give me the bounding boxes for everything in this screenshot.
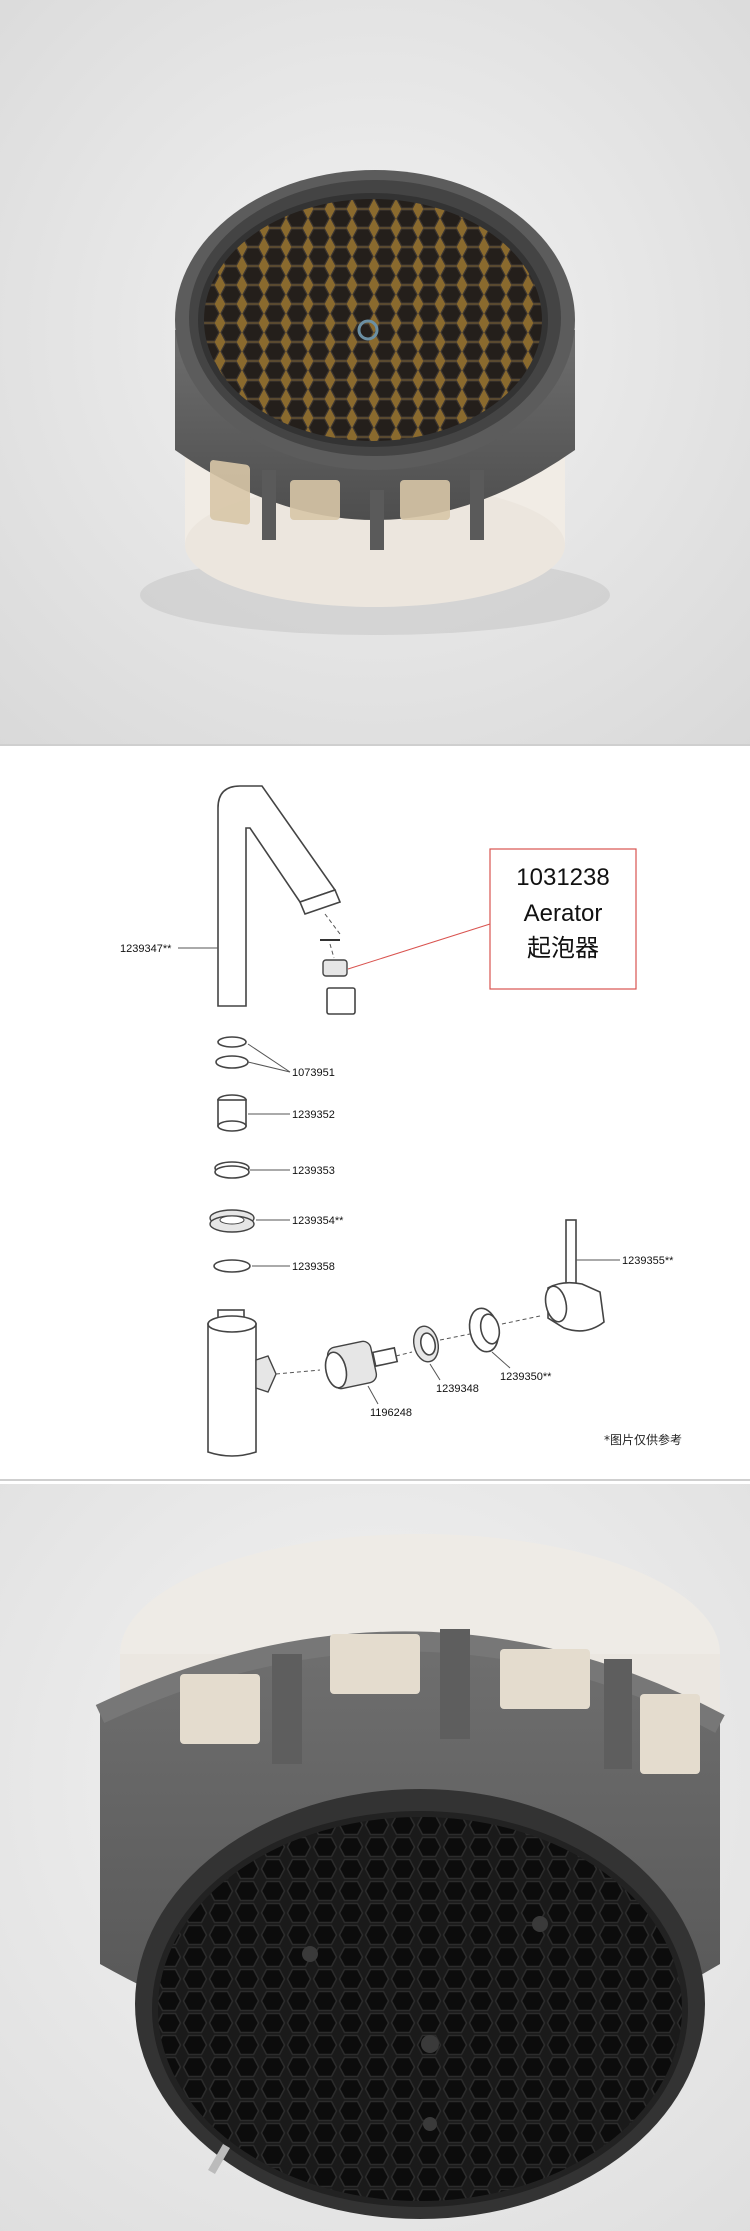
label-1239355: 1239355** [622, 1255, 674, 1267]
label-1239353: 1239353 [292, 1165, 335, 1177]
label-1239354: 1239354** [292, 1215, 344, 1227]
washer-part [214, 1161, 290, 1179]
aerator-closeup-image [0, 1484, 750, 2231]
reference-note: *图片仅供参考 [604, 1432, 682, 1447]
callout-name-zh: 起泡器 [527, 935, 599, 962]
aerator-photo-top [0, 0, 750, 744]
diagram-canvas: 1031238 Aerator 起泡器 1239347** 1073951 12… [0, 744, 750, 1481]
gasket-part [213, 1259, 290, 1273]
aerator-callout: 1031238 Aerator 起泡器 [347, 848, 637, 990]
label-1239348: 1239348 [436, 1383, 479, 1395]
label-1239347: 1239347** [120, 943, 172, 955]
bushing-part [217, 1094, 290, 1132]
o-rings [215, 1036, 291, 1073]
exploded-parts-diagram: 1031238 Aerator 起泡器 1239347** 1073951 12… [0, 744, 750, 1484]
ring-part [412, 1325, 471, 1381]
sleeve-part [468, 1307, 541, 1369]
spout-part [217, 785, 342, 1007]
aerator-top-image [0, 0, 750, 744]
label-1196248: 1196248 [370, 1407, 412, 1419]
aerator-small-parts [320, 913, 356, 1015]
handle-part [544, 1219, 620, 1332]
cartridge-part [324, 1340, 413, 1405]
nut-part [209, 1209, 290, 1233]
callout-part-number: 1031238 [516, 864, 609, 891]
label-1239350: 1239350** [500, 1371, 552, 1383]
label-1239358: 1239358 [292, 1261, 335, 1273]
faucet-body-part [207, 1309, 321, 1457]
callout-name-en: Aerator [524, 900, 603, 927]
aerator-photo-bottom [0, 1484, 750, 2231]
label-1239352: 1239352 [292, 1109, 335, 1121]
label-1073951: 1073951 [292, 1067, 335, 1079]
aerator-part-icon [322, 959, 348, 977]
